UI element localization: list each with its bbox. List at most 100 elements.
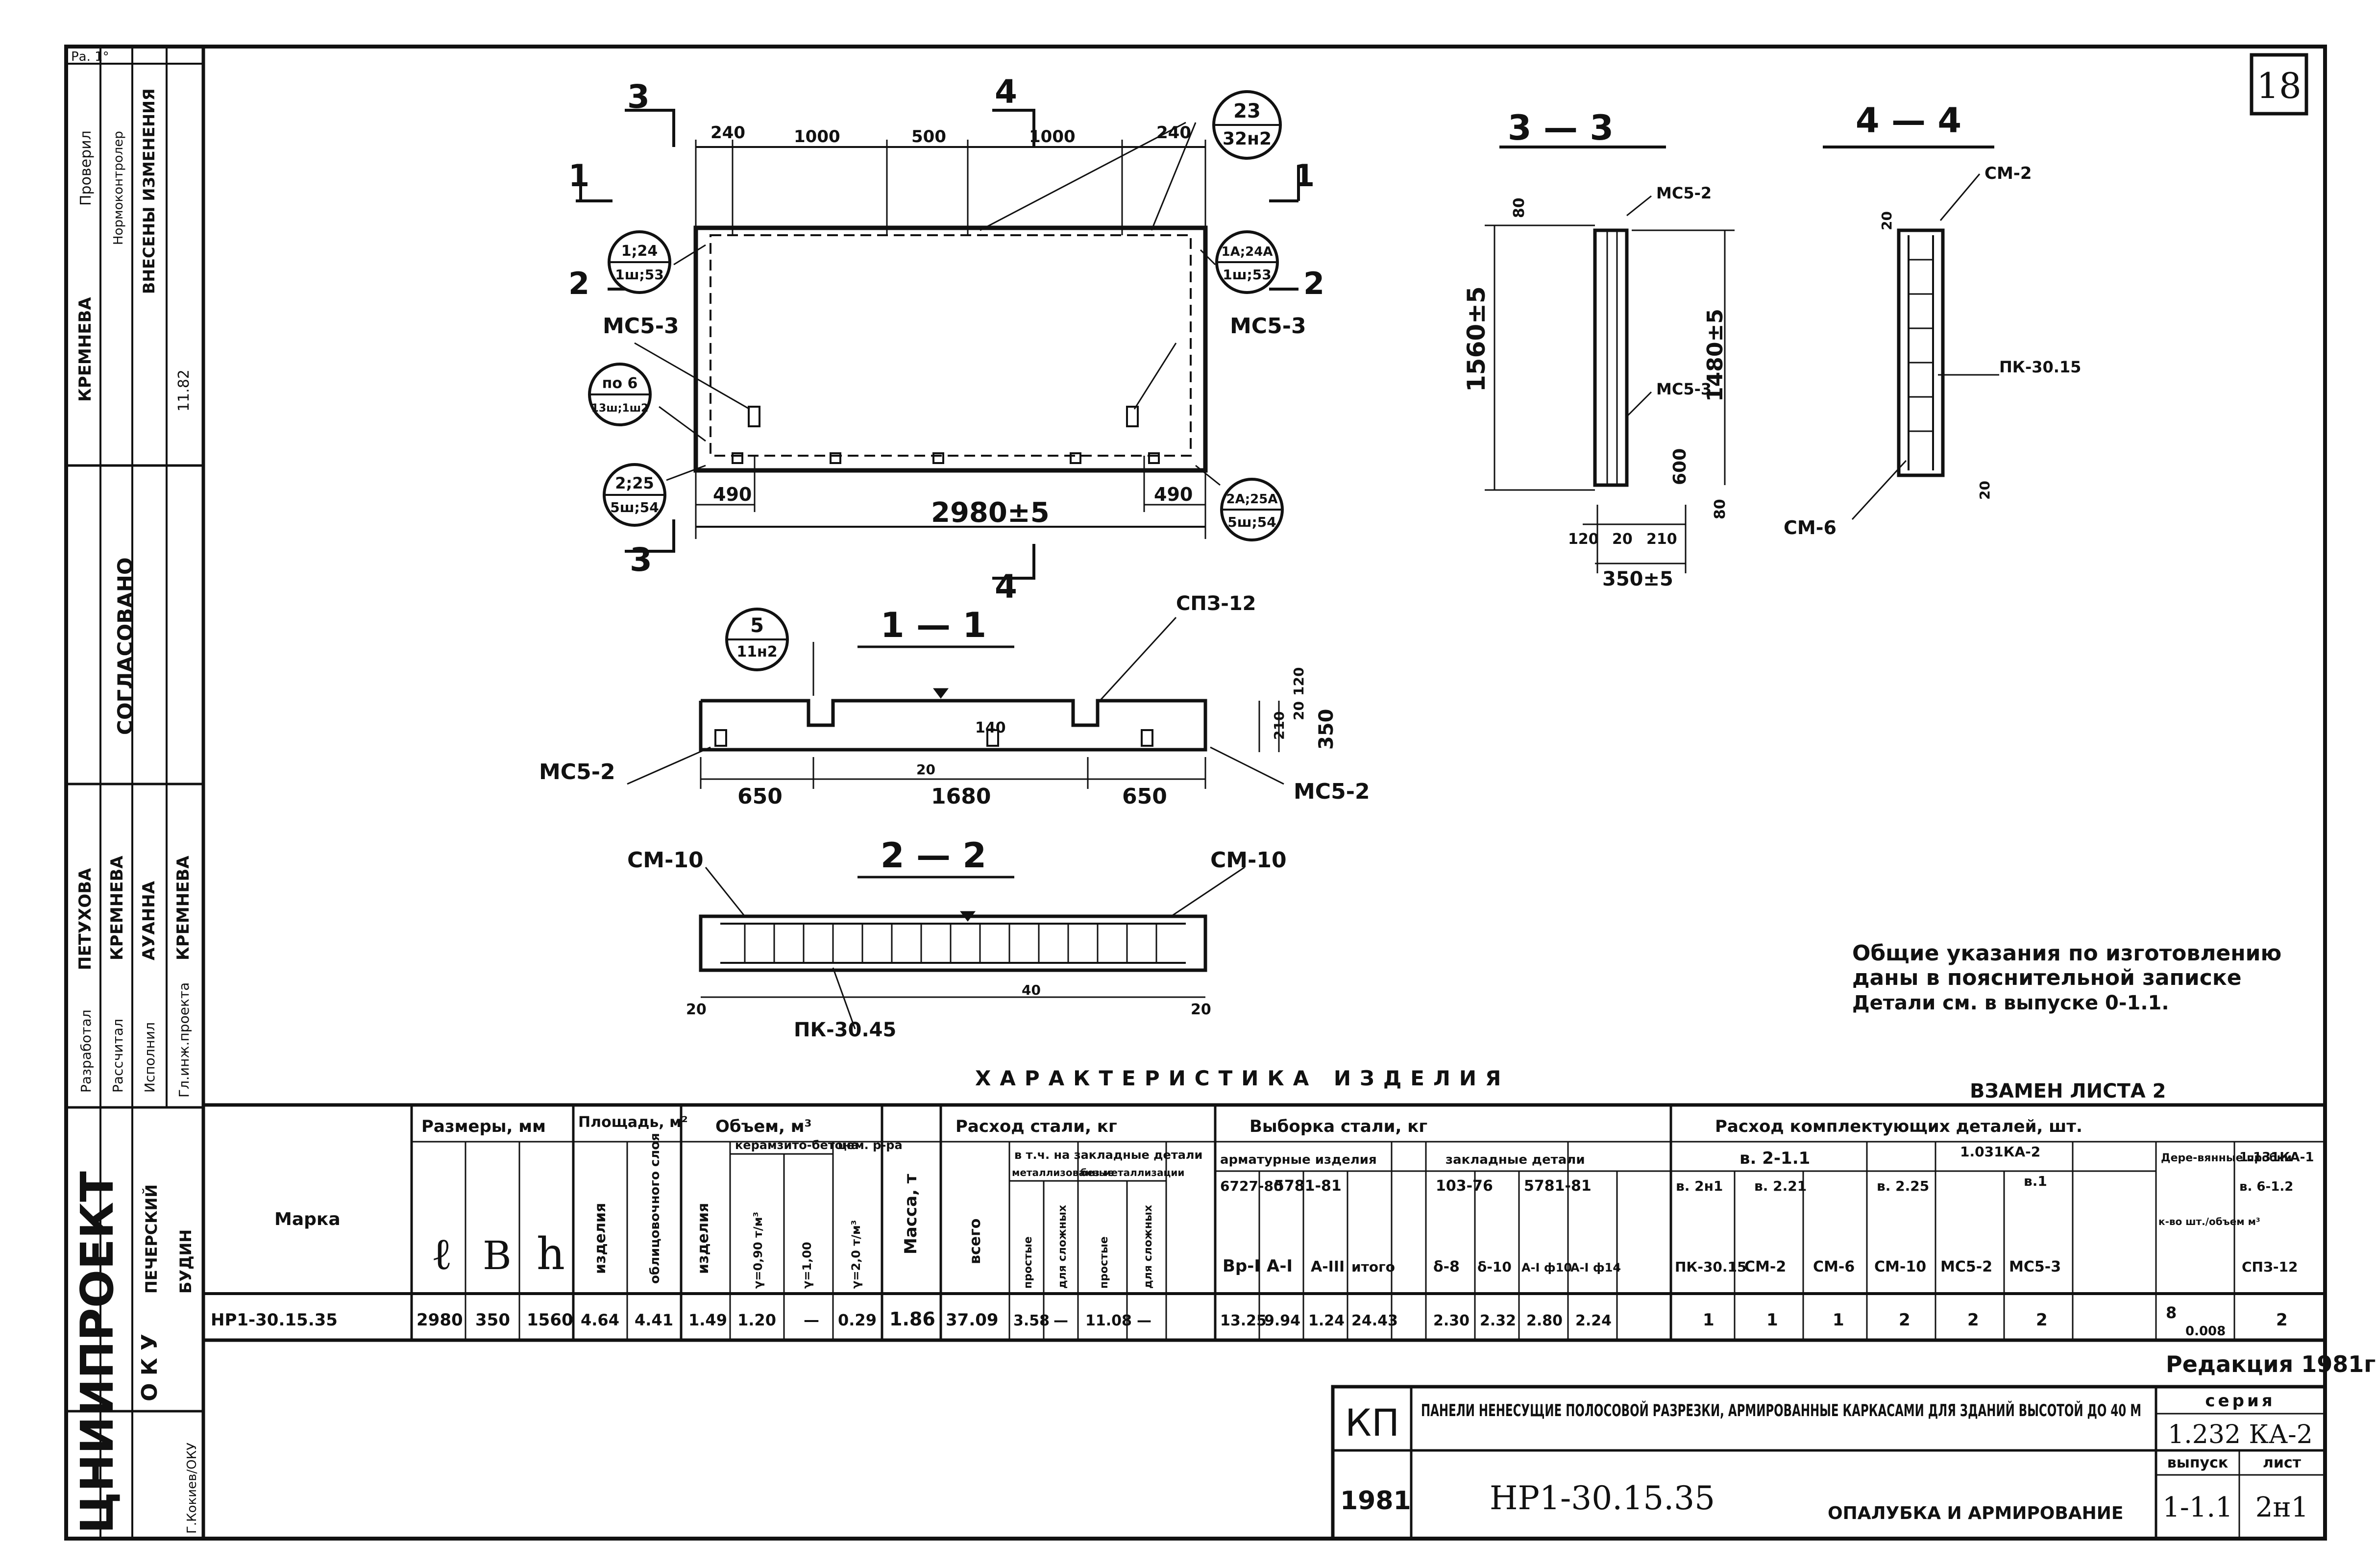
- th-sizes: Размеры, мм: [421, 1117, 546, 1136]
- th-grade-8: А-I ф14: [1570, 1261, 1621, 1274]
- label-pk3045: ПК-30.45: [794, 1019, 896, 1041]
- elevation-view: [576, 109, 1300, 580]
- section-1-1: [627, 616, 1284, 789]
- th-grade-3: А-III: [1311, 1258, 1345, 1275]
- label-mc53-33: МС5-3: [1656, 380, 1712, 398]
- svg-text:—: —: [1137, 1312, 1151, 1329]
- label-sm6: СМ-6: [1784, 517, 1837, 539]
- th-steel-s4: для сложных: [1142, 1205, 1154, 1289]
- th-part-4: СМ-10: [1874, 1258, 1926, 1275]
- svg-text:13.25: 13.25: [1220, 1312, 1267, 1329]
- section-4-4: [1823, 146, 1999, 520]
- svg-text:5ш;54: 5ш;54: [610, 499, 659, 515]
- svg-text:37.09: 37.09: [946, 1310, 999, 1330]
- dim-350-s11: 350: [1315, 709, 1338, 750]
- tb-sheet: 2н1: [2255, 1492, 2309, 1523]
- cut-1-right: 1: [1294, 158, 1315, 194]
- stamp-sign-dates: 11.82: [175, 369, 193, 412]
- tb-kp: КП: [1345, 1401, 1399, 1445]
- svg-text:1.86: 1.86: [889, 1308, 935, 1330]
- stamp-approved-label: СОГЛАСОВАНО: [113, 557, 137, 735]
- note-line-3: Детали см. в выпуске 0-1.1.: [1852, 992, 2169, 1014]
- svg-text:1: 1: [1766, 1310, 1778, 1330]
- stamp-name-4: АУАННА: [139, 881, 159, 960]
- dim-top-5: 240: [1156, 123, 1191, 143]
- label-mc52-33: МС5-2: [1656, 184, 1712, 202]
- svg-text:1ш;53: 1ш;53: [615, 267, 663, 283]
- dim-120-s11: 120: [1291, 667, 1307, 696]
- svg-text:32н2: 32н2: [1223, 129, 1272, 149]
- svg-text:НР1-30.15.35: НР1-30.15.35: [211, 1310, 338, 1330]
- section-3-3-text: 3 — 3 1560±5 1480±5 600 80 80 120 20 210…: [1462, 108, 1729, 590]
- label-sm10-left: СМ-10: [627, 848, 704, 873]
- dim-600: 600: [1670, 448, 1690, 485]
- stamp-role-1: Проверил: [77, 130, 95, 206]
- stamp-misc: Г.Кокиев/ОКУ: [185, 1443, 199, 1534]
- section-2-2-title: 2 — 2: [881, 835, 986, 876]
- section-4-4-text: 4 — 4 СМ-2 ПК-30.15 СМ-6 20 20: [1784, 100, 2081, 539]
- th-gost-1: 6727-80: [1220, 1178, 1283, 1194]
- th-series-3: в.1: [2024, 1173, 2047, 1189]
- elevation-dims: 240 1000 500 1000 240 2980±5 490 490 МС5…: [568, 73, 1324, 606]
- svg-text:4.64: 4.64: [581, 1311, 619, 1329]
- section-2-2-text: 2 — 2 СМ-10 СМ-10 ПК-30.45 20 40 20: [627, 835, 1287, 1041]
- dim-20-s11b: 20: [916, 761, 935, 778]
- table-row: НР1-30.15.35 2980 350 1560 4.64 4.41 1.4…: [211, 1303, 2288, 1339]
- stamp-role-2: Нормоконтролер: [111, 131, 126, 245]
- svg-text:3.58: 3.58: [1013, 1312, 1050, 1329]
- dim-top-3: 500: [911, 127, 946, 147]
- th-series-2: 1.031КА-2: [1960, 1144, 2040, 1160]
- th-parts: Расход комплектующих деталей, шт.: [1715, 1117, 2082, 1136]
- section-1-1-title: 1 — 1: [881, 605, 986, 645]
- dim-120: 120: [1568, 531, 1599, 548]
- dim-1680: 1680: [931, 784, 991, 809]
- cut-4-bottom: 4: [995, 568, 1017, 606]
- label-mc52-right: МС5-2: [1294, 779, 1370, 804]
- th-grade-2: А-I: [1267, 1256, 1293, 1276]
- svg-text:11.08: 11.08: [1085, 1312, 1132, 1329]
- svg-text:0.29: 0.29: [838, 1311, 877, 1329]
- svg-text:13ш;1ш2: 13ш;1ш2: [591, 402, 649, 415]
- svg-text:0.008: 0.008: [2185, 1324, 2226, 1339]
- th-gost-2: 5781-81: [1274, 1177, 1342, 1195]
- table-replaces: ВЗАМЕН ЛИСТА 2: [1970, 1080, 2166, 1102]
- svg-text:2980: 2980: [416, 1310, 463, 1330]
- cut-2-right: 2: [1303, 266, 1324, 301]
- stamp-role-3: Разработал: [78, 1009, 94, 1093]
- th-area: Площадь, м²: [578, 1114, 688, 1131]
- callout-2-25: 2;25 5ш;54: [603, 463, 666, 527]
- svg-text:2А;25А: 2А;25А: [1226, 492, 1278, 507]
- th-l: ℓ: [431, 1228, 452, 1280]
- th-part-8: СПЗ-12: [2242, 1259, 2298, 1275]
- dim-210: 210: [1646, 531, 1677, 548]
- callout-1-24: 1;24 1ш;53: [608, 230, 671, 294]
- stamp-name-3: КРЕМНЕВА: [107, 856, 127, 960]
- section-2-2: [699, 866, 1245, 1029]
- dim-40-s22: 40: [1022, 982, 1041, 998]
- label-sm2: СМ-2: [1984, 164, 2032, 183]
- table-title: ХАРАКТЕРИСТИКА ИЗДЕЛИЯ: [975, 1066, 1510, 1090]
- stamp-name-1: КРЕМНЕВА: [75, 297, 95, 402]
- th-issue-1: в. 2н1: [1676, 1178, 1723, 1194]
- th-sample: Выборка стали, кг: [1249, 1117, 1427, 1136]
- tb-issue: 1-1.1: [2162, 1492, 2233, 1523]
- dim-20-s11: 20: [1291, 701, 1307, 720]
- th-part-7: к-во шт./объем м³: [2158, 1216, 2260, 1227]
- th-steel-metal: металлизованные: [1012, 1167, 1114, 1178]
- svg-text:2.24: 2.24: [1575, 1312, 1612, 1329]
- svg-text:8: 8: [2166, 1303, 2177, 1322]
- dim-650-right: 650: [1122, 784, 1167, 809]
- stamp-signer-2: БУДИН: [176, 1229, 195, 1294]
- tb-sheet-title: ОПАЛУБКА И АРМИРОВАНИЕ: [1828, 1503, 2124, 1523]
- th-issue-2: в. 2.21: [1754, 1178, 1807, 1194]
- sheet-number: 18: [2256, 65, 2302, 106]
- th-steel: Расход стали, кг: [955, 1117, 1117, 1136]
- svg-text:2: 2: [2276, 1310, 2288, 1330]
- th-h: h: [537, 1228, 565, 1280]
- th-vol-cem: цем. р-ра: [838, 1138, 903, 1152]
- tb-series-label: серия: [2205, 1391, 2275, 1411]
- dim-top-4: 1000: [1029, 127, 1076, 147]
- dim-20-top: 20: [1879, 211, 1895, 230]
- th-b: В: [483, 1233, 512, 1278]
